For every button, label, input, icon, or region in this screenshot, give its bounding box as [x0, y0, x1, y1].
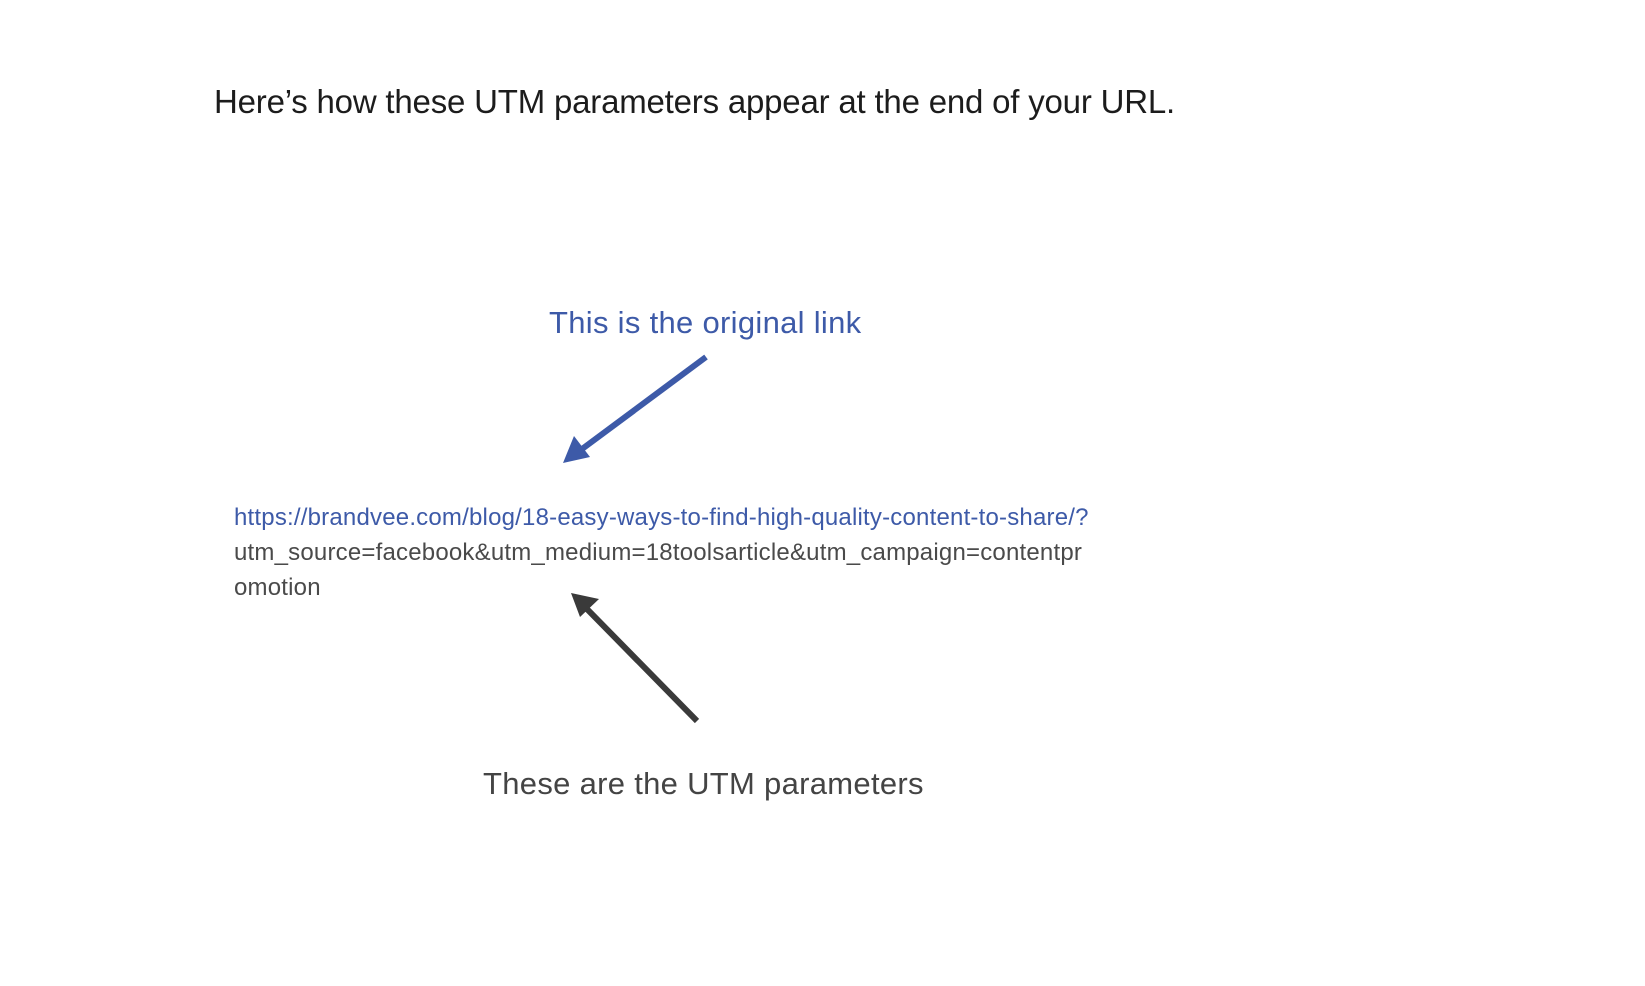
utm-parameters-text-line-1: utm_source=facebook&utm_medium=18toolsar… [234, 539, 1083, 566]
utm-parameters-text-line-2: omotion [234, 574, 321, 601]
original-link-text: https://brandvee.com/blog/18-easy-ways-t… [234, 504, 1089, 531]
arrow-up-left-icon [571, 593, 700, 724]
intro-paragraph: Here’s how these UTM parameters appear a… [214, 83, 1175, 120]
arrow-down-left-icon [563, 354, 708, 463]
original-link-label: This is the original link [549, 305, 862, 340]
utm-parameters-label: These are the UTM parameters [483, 766, 924, 801]
utm-url: https://brandvee.com/blog/18-easy-ways-t… [234, 500, 1254, 605]
